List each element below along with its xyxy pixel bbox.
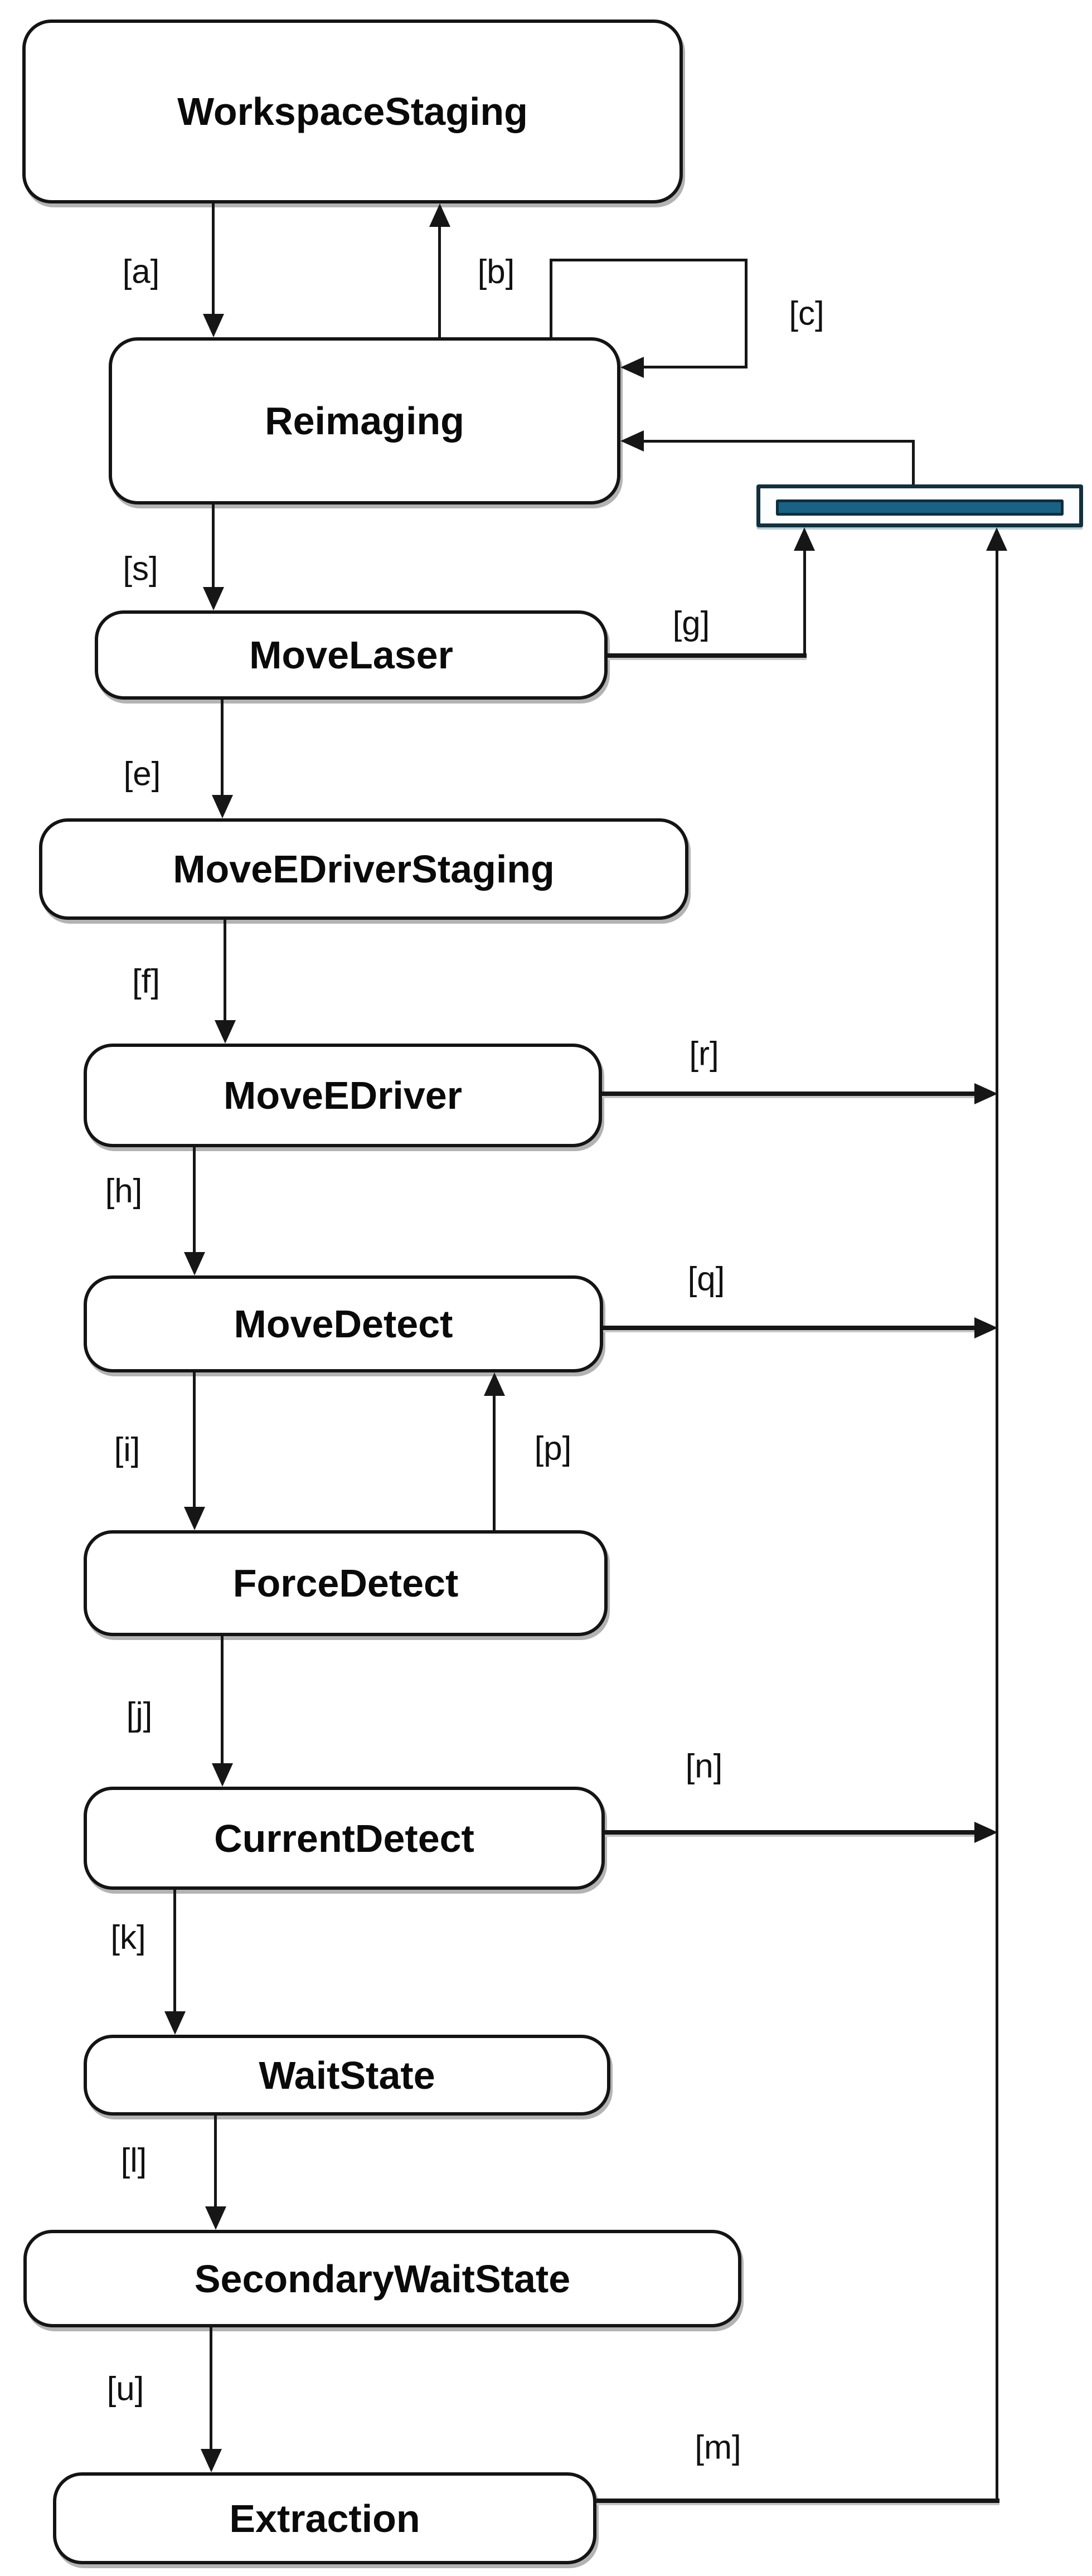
edge-i-arrowhead <box>184 1507 205 1530</box>
edge-m-label: [m] <box>695 2428 741 2466</box>
edge-c-label: [c] <box>789 294 824 332</box>
state-label: MoveLaser <box>249 633 453 677</box>
state-movelaser: MoveLaser <box>95 610 608 700</box>
edge-g-label: [g] <box>672 604 710 642</box>
edge-s-line <box>212 504 215 588</box>
edge-n-line <box>605 1830 975 1835</box>
edge-j-arrowhead <box>212 1763 233 1787</box>
edge-k-label: [k] <box>110 1918 146 1956</box>
edge-b-arrowhead <box>429 203 450 227</box>
edge-k-line <box>173 1890 176 2014</box>
edge-return-line-h <box>644 440 915 443</box>
edge-e-line <box>221 700 224 797</box>
edge-g-line-h <box>608 653 807 658</box>
edge-a-label: [a] <box>122 253 160 290</box>
junction-bar-fill <box>776 499 1064 516</box>
state-reimaging: Reimaging <box>109 337 620 504</box>
edge-u-line <box>210 2327 212 2451</box>
edge-r-line <box>602 1091 975 1096</box>
edge-f-label: [f] <box>132 962 161 1000</box>
state-label: WaitState <box>259 2053 435 2097</box>
edge-c-line-up <box>550 260 552 337</box>
edge-h-arrowhead <box>184 1252 205 1275</box>
state-label: WorkspaceStaging <box>177 90 528 133</box>
edge-g-line-v <box>803 550 806 656</box>
edge-a-arrowhead <box>203 314 224 337</box>
state-label: MoveDetect <box>234 1302 453 1346</box>
edge-n-arrowhead <box>974 1822 998 1843</box>
edge-j-line <box>221 1636 224 1765</box>
edge-u-arrowhead <box>201 2449 222 2472</box>
state-moveedriver: MoveEDriver <box>84 1044 602 1147</box>
edge-b-line <box>438 226 441 337</box>
edge-j-label: [j] <box>126 1695 153 1733</box>
edge-p-label: [p] <box>534 1429 572 1467</box>
return-rail-arrowhead <box>986 527 1007 551</box>
edge-return-line-v <box>912 440 915 484</box>
edge-h-label: [h] <box>105 1172 143 1210</box>
edge-e-arrowhead <box>212 795 233 818</box>
state-label: MoveEDriver <box>224 1074 462 1117</box>
state-moveedriverstaging: MoveEDriverStaging <box>39 818 688 920</box>
state-movedetect: MoveDetect <box>84 1275 603 1372</box>
return-rail-line <box>996 550 998 2501</box>
junction-bar <box>756 484 1083 527</box>
edge-l-line <box>214 2116 217 2209</box>
edge-q-line <box>603 1326 975 1330</box>
edge-h-line <box>193 1147 196 1254</box>
edge-l-arrowhead <box>205 2206 226 2230</box>
edge-c-line-return <box>644 366 748 368</box>
edge-e-label: [e] <box>123 755 161 793</box>
state-label: CurrentDetect <box>214 1816 474 1860</box>
edge-r-arrowhead <box>974 1083 998 1104</box>
state-label: ForceDetect <box>232 1561 459 1605</box>
edge-c-arrowhead <box>620 357 644 378</box>
edge-b-label: [b] <box>477 253 515 290</box>
state-secondarywaitstate: SecondaryWaitState <box>23 2230 741 2327</box>
edge-l-label: [l] <box>120 2141 147 2179</box>
state-currentdetect: CurrentDetect <box>84 1787 605 1890</box>
edge-f-line <box>224 920 226 1022</box>
state-label: SecondaryWaitState <box>194 2257 571 2301</box>
state-label: Extraction <box>229 2496 420 2540</box>
edge-k-arrowhead <box>164 2011 186 2035</box>
edge-r-label: [r] <box>689 1035 719 1073</box>
edge-c-line-down <box>745 259 748 368</box>
edge-p-arrowhead <box>484 1372 505 1396</box>
edge-f-arrowhead <box>215 1020 236 1044</box>
edge-i-label: [i] <box>114 1430 140 1468</box>
edge-return-arrowhead <box>620 430 644 452</box>
state-waitstate: WaitState <box>84 2035 610 2116</box>
state-workspacestaging: WorkspaceStaging <box>22 20 683 203</box>
state-forcedetect: ForceDetect <box>84 1530 608 1636</box>
edge-q-label: [q] <box>687 1260 725 1298</box>
edge-p-line <box>493 1394 496 1530</box>
edge-u-label: [u] <box>106 2370 144 2408</box>
state-extraction: Extraction <box>53 2472 596 2564</box>
edge-s-arrowhead <box>203 587 224 610</box>
edge-q-arrowhead <box>974 1317 998 1338</box>
edge-a-line <box>212 203 215 318</box>
edge-n-label: [n] <box>685 1747 723 1785</box>
edge-c-line-top <box>550 259 748 261</box>
edge-g-arrowhead <box>794 527 815 551</box>
edge-m-line <box>596 2499 999 2503</box>
state-label: MoveEDriverStaging <box>173 847 555 891</box>
edge-s-label: [s] <box>123 550 158 588</box>
edge-i-line <box>193 1372 196 1509</box>
state-label: Reimaging <box>265 399 464 443</box>
